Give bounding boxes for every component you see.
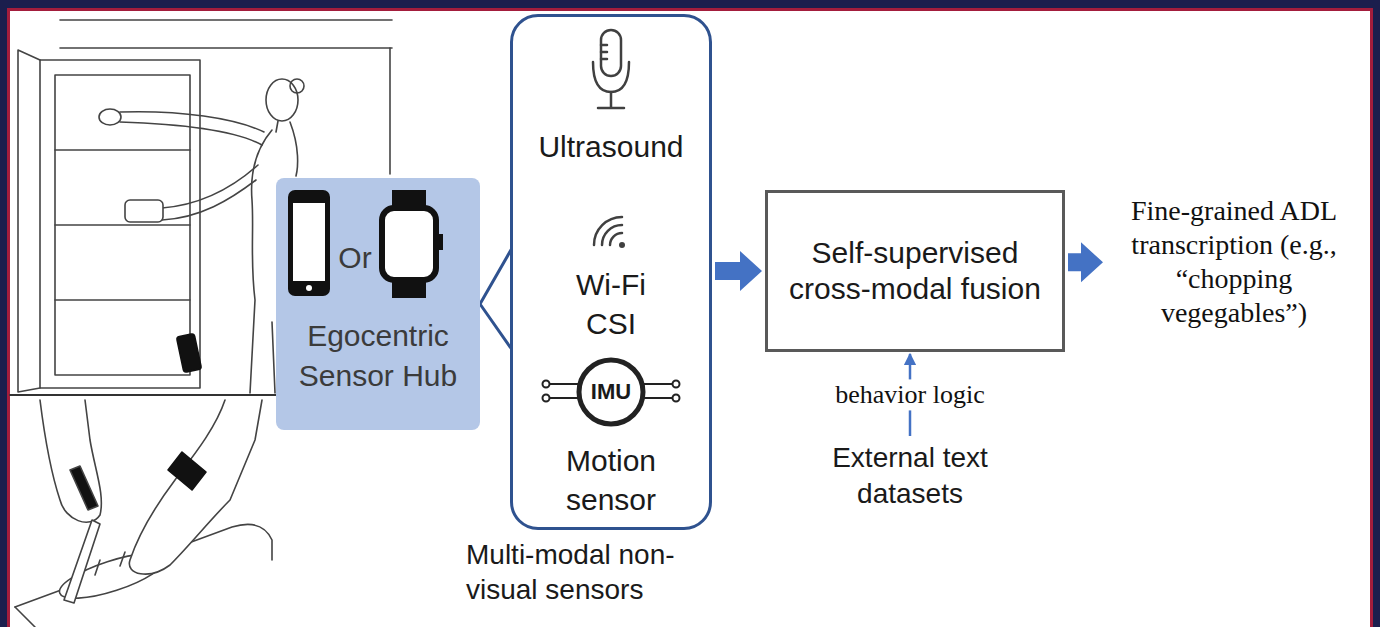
wrist-watch bbox=[168, 452, 206, 490]
person-neck bbox=[276, 121, 278, 132]
person-arm bbox=[162, 180, 256, 220]
circuit-pad bbox=[673, 395, 680, 402]
scene-divider bbox=[10, 394, 276, 396]
microphone-grille bbox=[601, 45, 607, 59]
chip-label: IMU bbox=[513, 379, 709, 405]
person-arm bbox=[120, 112, 264, 132]
person-hand bbox=[99, 109, 121, 125]
fridge-inside bbox=[55, 75, 190, 375]
watch-crown bbox=[437, 234, 443, 250]
sensor-label: Motion sensor bbox=[533, 441, 689, 519]
person-arm bbox=[120, 122, 262, 145]
person-arm bbox=[162, 165, 258, 208]
phone-icon bbox=[288, 190, 330, 296]
edge-label: behavior logic bbox=[831, 379, 988, 410]
microphone-stand bbox=[598, 92, 624, 108]
wifi-wave bbox=[594, 217, 622, 245]
circuit-pad bbox=[673, 381, 680, 388]
cabinet-line bbox=[60, 47, 392, 49]
wifi-dot bbox=[619, 242, 625, 248]
knife-handle bbox=[70, 466, 98, 510]
person-leg bbox=[272, 322, 275, 393]
process-label: Self-supervised cross-modal fusion bbox=[782, 235, 1048, 307]
fridge-shelf bbox=[55, 224, 190, 226]
phone-button bbox=[306, 285, 312, 291]
callout-pointer bbox=[480, 249, 512, 349]
person-hair bbox=[290, 79, 304, 93]
circuit-pad bbox=[543, 395, 550, 402]
bottle bbox=[125, 200, 163, 222]
circuit-trace bbox=[550, 384, 578, 398]
process-box: Self-supervised cross-modal fusion bbox=[765, 190, 1065, 352]
phone-screen bbox=[293, 203, 325, 281]
watch-icon bbox=[382, 208, 436, 280]
left-hand bbox=[40, 400, 101, 522]
output-label: Fine-grained ADL transcription (e.g., “c… bbox=[1106, 194, 1362, 331]
output-node: Fine-grained ADL transcription (e.g., “c… bbox=[1106, 190, 1362, 335]
knife-blade bbox=[64, 520, 100, 603]
sensor-label: Wi-Fi CSI bbox=[556, 265, 666, 343]
person-back bbox=[290, 122, 298, 176]
person-head bbox=[266, 79, 298, 121]
cabinet-line bbox=[60, 19, 392, 21]
circuit-pad bbox=[543, 381, 550, 388]
source-label: External text datasets bbox=[785, 440, 1035, 513]
wifi-wave bbox=[602, 225, 622, 245]
fridge-body bbox=[40, 60, 200, 388]
connector-word: Or bbox=[335, 240, 375, 276]
wall-line bbox=[389, 48, 391, 174]
fridge-shelf bbox=[55, 299, 190, 301]
fridge-door bbox=[18, 50, 40, 392]
microphone-holder bbox=[593, 62, 629, 92]
cutting-board bbox=[15, 607, 35, 627]
sensor-label: Ultrasound bbox=[513, 129, 709, 165]
fridge-shelf bbox=[55, 149, 190, 151]
data-source-node: External text datasets bbox=[785, 436, 1035, 517]
right-hand bbox=[129, 400, 262, 574]
block-arrow bbox=[1068, 242, 1103, 282]
circuit-trace bbox=[644, 384, 672, 398]
hub-label: Egocentric Sensor Hub bbox=[276, 316, 480, 395]
imu-ring bbox=[579, 360, 643, 424]
pocket-phone bbox=[176, 334, 201, 373]
group-heading: Multi-modal non-visual sensors bbox=[466, 537, 726, 607]
block-arrow bbox=[715, 251, 762, 291]
microphone-icon bbox=[601, 30, 621, 76]
